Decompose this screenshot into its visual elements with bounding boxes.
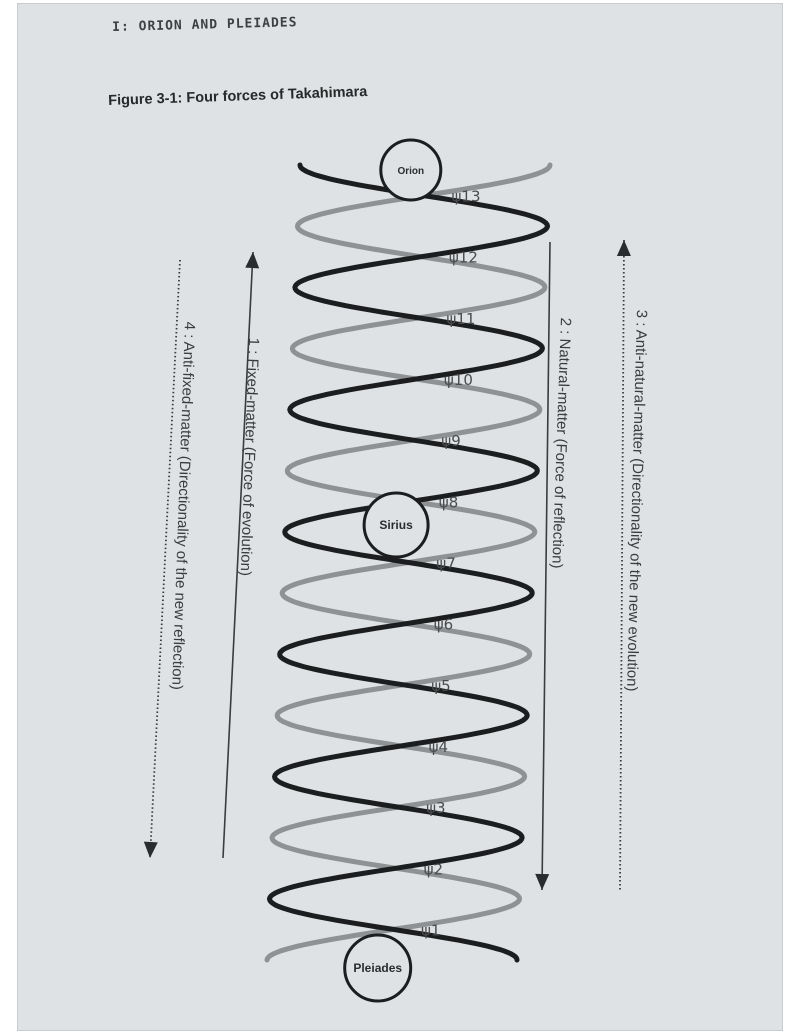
- level-label: ψ2: [424, 860, 443, 878]
- helix-strands: [264, 162, 553, 963]
- level-label: ψ6: [434, 616, 453, 634]
- arrow-fixed-matter: [222, 251, 254, 859]
- arrowhead-anti-natural-matter: [616, 240, 631, 257]
- node-pleiades-label: Pleiades: [353, 961, 402, 975]
- node-pleiades: [343, 933, 413, 1003]
- level-label: ψ4: [429, 738, 448, 756]
- level-label: ψ9: [441, 432, 460, 450]
- level-label: ψ8: [439, 493, 458, 511]
- helix-strand-dark: [266, 162, 551, 963]
- level-label: ψ5: [431, 677, 450, 695]
- arrowhead-fixed-matter: [245, 252, 260, 269]
- arrowhead-anti-fixed-matter: [143, 841, 158, 858]
- level-label: ψ13: [452, 188, 481, 206]
- level-label: ψ3: [426, 799, 445, 817]
- arrowhead-natural-matter: [535, 873, 550, 890]
- arrow-anti-natural-matter: [619, 239, 625, 893]
- level-labels: ψ13 ψ12 ψ11 ψ10 ψ9 ψ8 ψ7 ψ6 ψ5 ψ4 ψ3 ψ2 ψ1: [421, 188, 480, 940]
- level-label: ψ10: [444, 371, 473, 389]
- node-orion-label: Orion: [397, 166, 424, 177]
- node-sirius-label: Sirius: [379, 518, 413, 532]
- node-orion: [379, 138, 443, 202]
- force-arrows: [143, 239, 631, 893]
- level-label: ψ11: [446, 310, 475, 328]
- level-label: ψ12: [449, 249, 478, 267]
- arrow-natural-matter: [541, 241, 551, 891]
- level-label: ψ1: [421, 921, 440, 939]
- level-label: ψ7: [436, 555, 455, 573]
- node-sirius: [362, 491, 430, 559]
